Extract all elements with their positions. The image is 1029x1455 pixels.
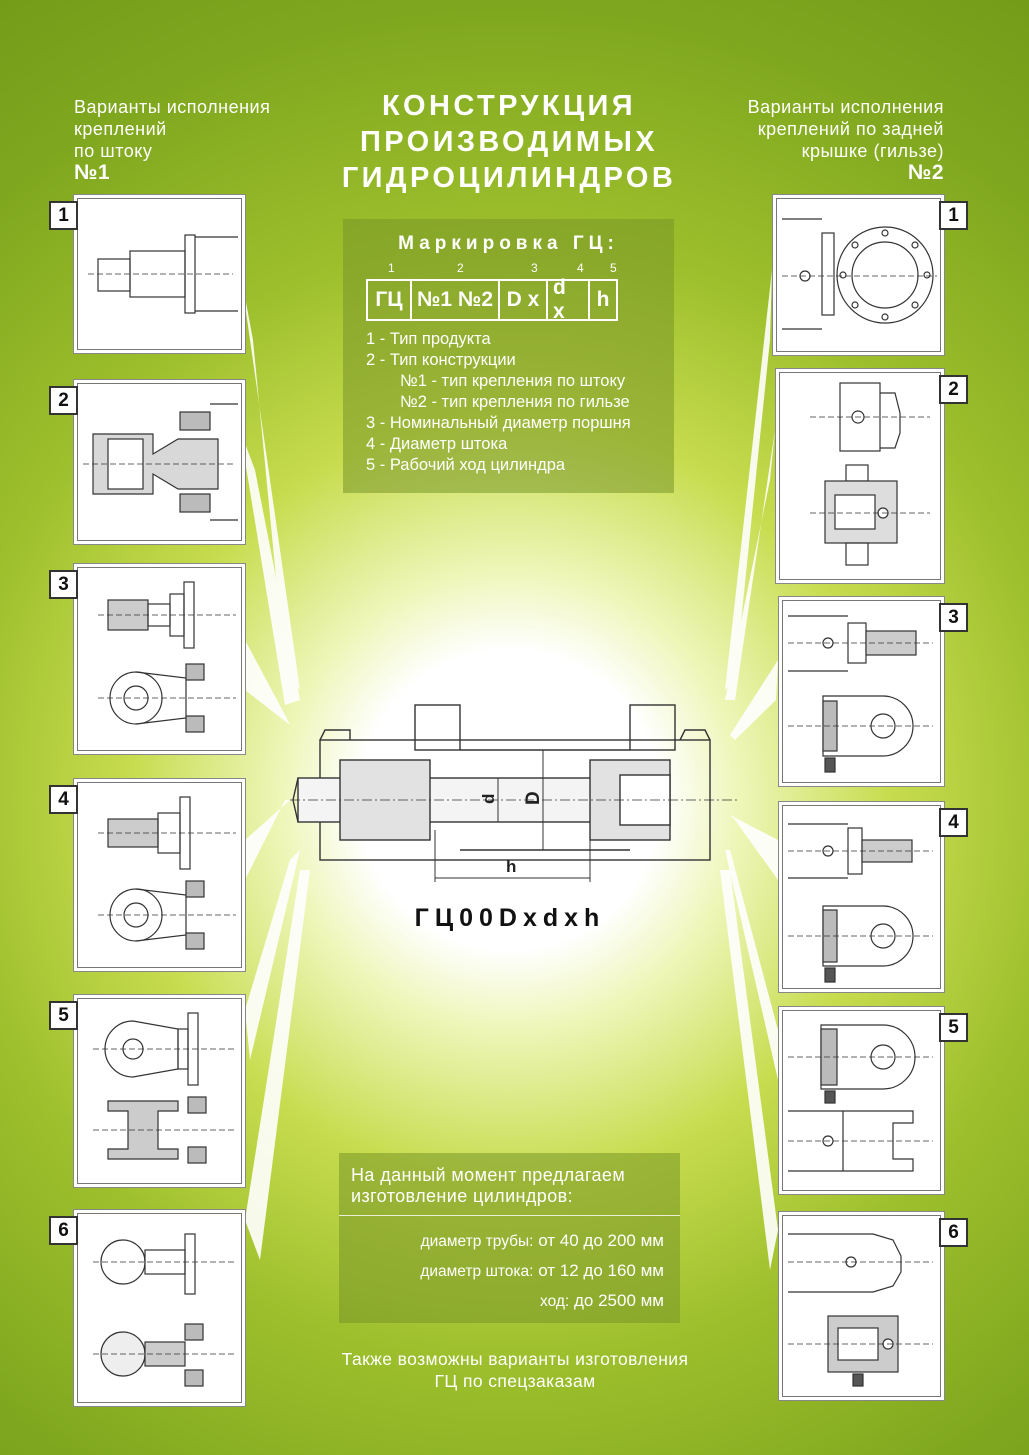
tube-mount-drawing	[788, 823, 933, 983]
variant-number: 1	[49, 201, 78, 230]
divider	[339, 1215, 680, 1216]
rod-mount-drawing	[93, 1233, 236, 1387]
label-d: d	[479, 794, 498, 804]
left-header-number: №1	[74, 161, 111, 184]
formula: ГЦ00Dxdxh	[414, 904, 606, 932]
offer-value: от 12 до 160 мм	[538, 1261, 664, 1280]
offer-value: до 2500 мм	[573, 1291, 664, 1310]
right-header-line: крышке (гильзе)	[801, 141, 944, 161]
left-variant-panel-1	[77, 198, 242, 350]
left-header: Варианты исполнения креплений по штоку №…	[74, 96, 270, 184]
rod-mount-drawing	[98, 581, 236, 733]
variant-number: 4	[939, 808, 968, 837]
variant-number: 2	[49, 386, 78, 415]
marking-position: 4	[577, 261, 584, 275]
variant-number: 6	[939, 1218, 968, 1247]
offer-row: диаметр трубы: от 40 до 200 мм	[421, 1231, 664, 1251]
footer-note: Также возможны варианты изготовления ГЦ …	[290, 1348, 740, 1392]
legend-item: 5 - Рабочий ход цилиндра	[366, 456, 566, 474]
offer-label: диаметр трубы:	[420, 1233, 534, 1250]
variant-number: 5	[939, 1013, 968, 1042]
tube-mount-drawing	[810, 382, 930, 566]
variant-number: 1	[939, 201, 968, 230]
legend-item: 4 - Диаметр штока	[366, 435, 508, 453]
marking-position: 2	[457, 261, 464, 275]
right-header-line: Варианты исполнения	[747, 97, 944, 117]
code-cell: d x	[548, 276, 590, 323]
left-header-line: Варианты исполнения	[74, 97, 271, 117]
marking-title: Маркировка ГЦ:	[398, 233, 619, 254]
rod-mount-drawing	[98, 796, 236, 950]
variant-number: 5	[49, 1001, 78, 1030]
right-header-line: креплений по задней	[757, 119, 944, 139]
marking-position: 5	[610, 261, 617, 275]
variant-number: 3	[49, 570, 78, 599]
right-header: Варианты исполнения креплений по задней …	[748, 96, 944, 184]
code-cell: h	[596, 288, 610, 311]
offer-box: На данный момент предлагаем изготовление…	[339, 1153, 680, 1323]
legend-item: №2 - тип крепления по гильзе	[400, 393, 630, 411]
legend-item: №1 - тип крепления по штоку	[400, 372, 626, 390]
right-variant-panel-6	[782, 1215, 941, 1397]
rod-mount-drawing	[88, 234, 238, 314]
tube-mount-drawing	[788, 1233, 933, 1387]
offer-value: от 40 до 200 мм	[538, 1231, 664, 1250]
label-D: D	[523, 791, 544, 805]
right-variant-panel-3	[782, 600, 941, 783]
offer-heading-line: На данный момент предлагаем	[351, 1165, 626, 1185]
code-cell: D x	[500, 281, 548, 319]
legend-item: 2 - Тип конструкции	[366, 351, 516, 369]
right-variant-panel-1	[776, 198, 941, 352]
right-variant-panel-5	[782, 1010, 941, 1191]
left-header-line: креплений	[74, 119, 167, 139]
cylinder-drawing: d D h	[290, 704, 740, 882]
legend-item: 3 - Номинальный диаметр поршня	[366, 414, 631, 432]
right-variant-panel-4	[782, 805, 941, 989]
variant-number: 3	[939, 603, 968, 632]
code-cell: ГЦ	[368, 281, 412, 319]
title-line: ГИДРОЦИЛИНДРОВ	[341, 162, 677, 194]
right-variant-panel-2	[779, 372, 941, 580]
page-title: КОНСТРУКЦИЯ ПРОИЗВОДИМЫХ ГИДРОЦИЛИНДРОВ	[300, 88, 718, 196]
title-line: ПРОИЗВОДИМЫХ	[360, 126, 658, 158]
left-variant-panel-6	[77, 1213, 242, 1403]
title-line: КОНСТРУКЦИЯ	[381, 90, 637, 122]
left-variant-panel-4	[77, 782, 242, 968]
offer-label: диаметр штока:	[420, 1263, 534, 1280]
offer-row: диаметр штока: от 12 до 160 мм	[420, 1261, 664, 1281]
tube-mount-drawing	[782, 218, 937, 330]
code-cell: №1 №2	[412, 281, 500, 319]
marking-box: Маркировка ГЦ: 1 2 3 4 5 ГЦ №1 №2 D x d …	[343, 219, 674, 493]
label-h: h	[506, 857, 516, 876]
legend-item: 1 - Тип продукта	[366, 330, 491, 348]
left-variant-panel-5	[77, 998, 242, 1184]
marking-position: 1	[388, 261, 395, 275]
offer-label: ход:	[540, 1293, 570, 1310]
variant-number: 4	[49, 785, 78, 814]
variant-number: 6	[49, 1216, 78, 1245]
offer-heading-line: изготовление цилиндров:	[351, 1186, 573, 1206]
left-variant-panel-3	[77, 567, 242, 751]
rod-mount-drawing	[83, 403, 238, 521]
offer-row: ход: до 2500 мм	[540, 1291, 664, 1311]
marking-position: 3	[531, 261, 538, 275]
marking-code: ГЦ №1 №2 D x d x h	[366, 276, 618, 323]
offer-heading: На данный момент предлагаем изготовление…	[351, 1165, 625, 1207]
left-variant-panel-2	[77, 383, 242, 541]
tube-mount-drawing	[788, 615, 933, 773]
marking-legend: 1 - Тип продукта 2 - Тип конструкции №1 …	[366, 329, 631, 476]
tube-mount-drawing	[788, 1024, 933, 1172]
variant-number: 2	[939, 375, 968, 404]
rod-mount-drawing	[93, 1012, 236, 1164]
footer-line: Также возможны варианты изготовления	[341, 1349, 689, 1369]
right-header-number: №2	[907, 161, 944, 184]
left-header-line: по штоку	[74, 141, 153, 161]
footer-line: ГЦ по спецзаказам	[434, 1371, 596, 1391]
